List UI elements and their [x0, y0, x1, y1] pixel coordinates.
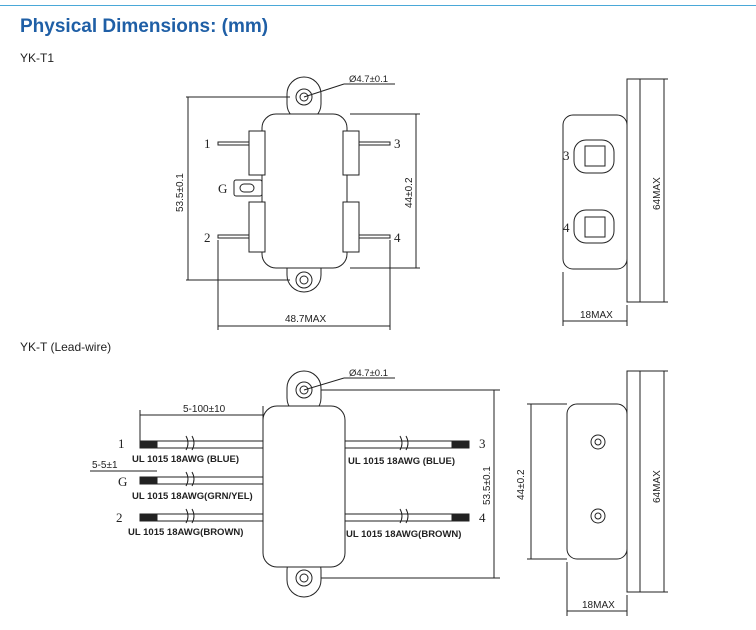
yk-t1-pin-g: G — [218, 181, 227, 196]
yk-t1-front-view — [186, 76, 420, 330]
yk-t-pin-3: 3 — [479, 436, 486, 451]
filter-body-lead — [262, 405, 346, 568]
yk-t1-pin-4: 4 — [394, 230, 401, 245]
yk-t1-hole-dim: Ø4.7±0.1 — [349, 74, 388, 85]
side-hole-bottom — [590, 508, 606, 524]
yk-t-pin-1: 1 — [118, 436, 125, 451]
yk-t1-width-dim: 48.7MAX — [285, 314, 326, 325]
yk-t-height-dim: 53.5±0.1 — [482, 466, 493, 505]
top-mount-hole — [295, 88, 313, 106]
yk-t1-inner-height-dim: 44±0.2 — [404, 177, 415, 208]
yk-t-side-inner-height-dim: 44±0.2 — [516, 469, 527, 500]
yk-t1-pin-3: 3 — [394, 136, 401, 151]
header-rule — [0, 5, 756, 6]
yk-t1-side-label-3: 3 — [563, 148, 570, 163]
ground-tab — [233, 179, 263, 197]
yk-t-strip-dim: 5-5±1 — [92, 460, 118, 471]
yk-t-wire-1-label: UL 1015 18AWG (BLUE) — [132, 454, 239, 465]
yk-t1-pin-1: 1 — [204, 136, 211, 151]
yk-t1-side-label-4: 4 — [563, 220, 570, 235]
yk-t1-side-depth-dim: 18MAX — [580, 310, 613, 321]
side-hole-top — [590, 434, 606, 450]
page-title: Physical Dimensions: (mm) — [20, 16, 269, 37]
yk-t-side-height-dim: 64MAX — [652, 470, 663, 503]
yk-t-lead-length-dim: 5-100±10 — [183, 404, 226, 415]
bottom-mount-hole — [295, 271, 313, 289]
yk-t-wire-g-label: UL 1015 18AWG(GRN/YEL) — [132, 491, 253, 502]
yk-t-pin-4: 4 — [479, 510, 486, 525]
yk-t1-side-height-dim: 64MAX — [652, 177, 663, 210]
filter-body — [261, 113, 348, 269]
side-flange — [626, 78, 641, 303]
model-label-yk-t: YK-T (Lead-wire) — [20, 340, 112, 354]
yk-t-front-view — [90, 370, 500, 598]
yk-t1-side-view — [562, 78, 668, 326]
yk-t-wire-2-label: UL 1015 18AWG(BROWN) — [128, 527, 243, 538]
yk-t-wire-3-label: UL 1015 18AWG (BLUE) — [348, 456, 455, 467]
yk-t-wire-4-label: UL 1015 18AWG(BROWN) — [346, 529, 461, 540]
yk-t1-pin-2: 2 — [204, 230, 211, 245]
model-label-yk-t1: YK-T1 — [20, 51, 55, 65]
yk-t-side-view — [527, 370, 668, 616]
yk-t-hole-dim: Ø4.7±0.1 — [349, 368, 388, 379]
yk-t-pin-2: 2 — [116, 510, 123, 525]
yk-t-side-depth-dim: 18MAX — [582, 600, 615, 611]
yk-t1-height-dim: 53.5±0.1 — [175, 173, 186, 212]
yk-t-pin-g: G — [118, 474, 127, 489]
